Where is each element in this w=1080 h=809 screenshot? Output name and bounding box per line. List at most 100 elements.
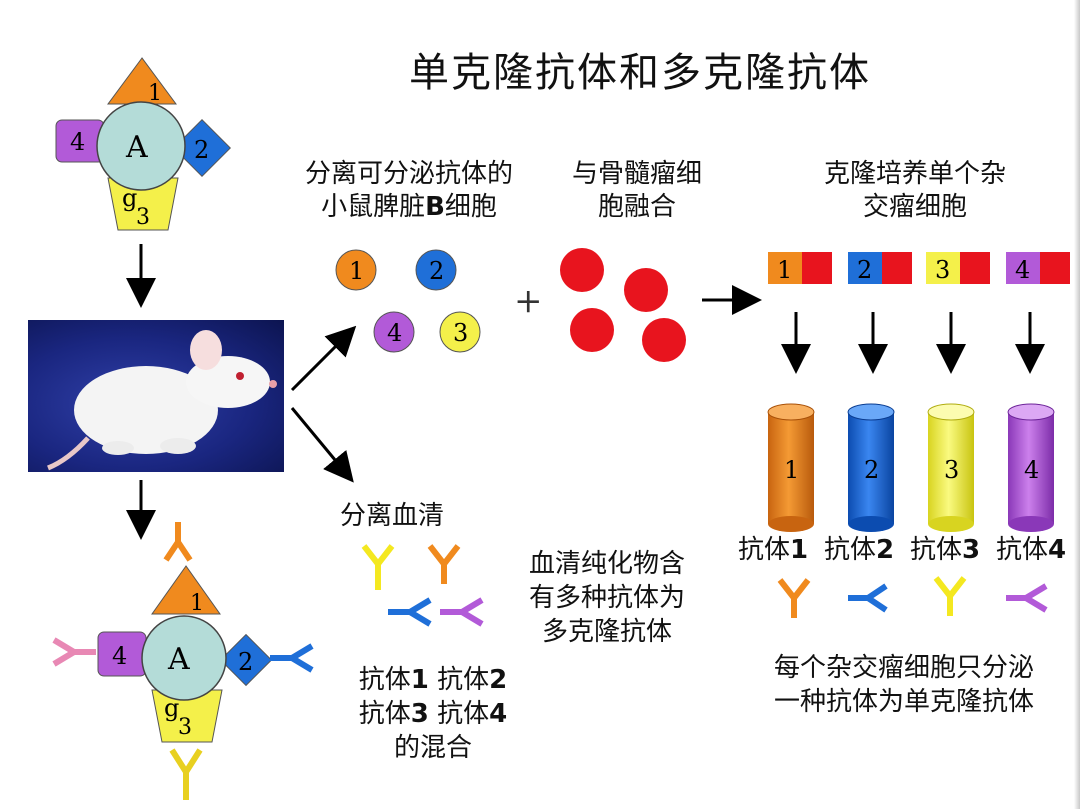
hybridoma-1-half [768, 252, 802, 284]
cylinder-1: 1 [767, 403, 815, 532]
b-cell-4 [373, 311, 415, 353]
epitope-3-label: 3 [178, 715, 192, 740]
step-myeloma-line1: 与骨髓瘤细 [571, 159, 702, 189]
serum-desc-line3: 多克隆抗体 [541, 616, 672, 647]
myeloma-cells [560, 248, 686, 362]
antibody-label-4: 抗体4 [996, 535, 1067, 565]
cylinder-2-label: 2 [864, 456, 879, 484]
epitope-4-label: 4 [70, 128, 85, 156]
b-cell-4-label: 4 [387, 319, 402, 347]
serum-label: 分离血清 [340, 501, 445, 531]
hybridoma-1-red [802, 252, 832, 284]
b-cells: 1 2 4 3 [335, 249, 481, 353]
hybridoma-2-half [848, 252, 882, 284]
cylinders: 1 2 3 4 [767, 403, 1055, 532]
antibody-label-2: 抗体2 [824, 535, 895, 565]
epitope-2-label: 2 [238, 648, 253, 676]
mixture-caption: 抗体1 抗体2 抗体3 抗体4 的混合 [340, 664, 526, 765]
mixture-line2: 抗体3 抗体4 [358, 698, 508, 729]
mouse-image [28, 320, 284, 472]
epitope-4-label: 4 [112, 642, 127, 670]
cylinder-4: 4 [1007, 403, 1055, 532]
step-myeloma-caption: 与骨髓瘤细 胞融合 [552, 158, 722, 223]
b-cell-3 [439, 311, 481, 353]
myeloma-cell [642, 318, 686, 362]
epitope-1-label: 1 [148, 81, 162, 106]
step-myeloma-line2: 胞融合 [597, 191, 676, 222]
monoclonal-description: 每个杂交瘤细胞只分泌 一种抗体为单克隆抗体 [744, 652, 1064, 720]
arrow-icon [290, 407, 354, 483]
plus-sign: + [514, 281, 543, 321]
hybridoma-2-red [882, 252, 912, 284]
cylinder-3: 3 [927, 403, 975, 532]
epitope-g-label: g [122, 184, 137, 212]
hybridoma-4-red [1040, 252, 1070, 284]
epitope-2-label: 2 [194, 136, 209, 164]
epitope-3-label: 3 [136, 205, 150, 230]
hybridoma-3-half [926, 252, 960, 284]
epitope-1-label: 1 [190, 591, 204, 616]
epitope-g-label: g [164, 694, 179, 722]
hybridoma-1-label: 1 [777, 256, 792, 284]
arrow-icon [290, 325, 357, 392]
mono-desc-line2: 一种抗体为单克隆抗体 [773, 686, 1034, 717]
antibody-icon [388, 597, 432, 627]
cylinder-1-label: 1 [784, 456, 799, 484]
antibody-label-3: 抗体3 [910, 535, 981, 565]
antibody-icon [427, 544, 461, 584]
epitope-1 [107, 57, 177, 105]
antibody-icon [270, 643, 314, 673]
antibody-icon [1006, 583, 1048, 613]
step-clone-line2: 交瘤细胞 [862, 191, 967, 222]
mono-desc-line1: 每个杂交瘤细胞只分泌 [773, 653, 1034, 683]
step-spleen-line2: 小鼠脾脏B细胞 [321, 191, 497, 222]
mixture-line3: 的混合 [393, 732, 472, 763]
page-edge [1074, 0, 1080, 809]
myeloma-cell [624, 268, 668, 312]
page-title: 单克隆抗体和多克隆抗体 [409, 50, 871, 96]
antigen-label: A [167, 642, 190, 677]
antigen-body [141, 615, 227, 701]
epitope-1 [151, 565, 221, 615]
antibody-icon [440, 597, 484, 627]
cylinder-2: 2 [847, 403, 895, 532]
step-clone-line1: 克隆培养单个杂 [823, 159, 1006, 189]
serum-description: 血清纯化物含 有多种抗体为 多克隆抗体 [512, 548, 702, 649]
step-spleen-caption: 分离可分泌抗体的 小鼠脾脏B细胞 [284, 158, 534, 223]
hybridoma-2-label: 2 [857, 256, 872, 284]
cylinder-3-label: 3 [944, 456, 959, 484]
hybridomas: 1 2 3 4 [768, 252, 1070, 284]
antibody-icon [163, 522, 193, 562]
myeloma-cell [560, 248, 604, 292]
hybridoma-3-label: 3 [935, 256, 950, 284]
antigen-label: A [125, 130, 148, 165]
b-cell-2-label: 2 [429, 257, 444, 285]
b-cell-2 [415, 249, 457, 291]
serum-desc-line1: 血清纯化物含 [528, 549, 685, 579]
cylinder-4-label: 4 [1024, 456, 1039, 484]
myeloma-cell [570, 308, 614, 352]
antibody-icon [777, 578, 811, 618]
antibody-icon [933, 576, 967, 616]
monoclonal-antibodies [777, 576, 1048, 618]
serum-antibodies [361, 544, 484, 627]
hybridoma-4-label: 4 [1015, 256, 1030, 284]
serum-desc-line2: 有多种抗体为 [528, 582, 685, 613]
hybridoma-3-red [960, 252, 990, 284]
epitope-2 [173, 119, 231, 177]
antibody-label-1: 抗体1 [738, 535, 809, 565]
antibody-icon [52, 637, 96, 667]
b-cell-1 [335, 249, 377, 291]
b-cell-1-label: 1 [349, 257, 364, 285]
antigen-bottom: 1 4 2 A g 3 [52, 522, 314, 800]
step-spleen-line1: 分离可分泌抗体的 [304, 159, 513, 189]
antibody-icon [169, 748, 203, 800]
antibody-icon [361, 544, 395, 590]
hybridoma-4-half [1006, 252, 1040, 284]
antigen-top: 1 4 2 A g 3 [55, 57, 231, 231]
antibody-icon [848, 583, 888, 613]
b-cell-3-label: 3 [453, 319, 468, 347]
step-clone-caption: 克隆培养单个杂 交瘤细胞 [790, 158, 1040, 223]
